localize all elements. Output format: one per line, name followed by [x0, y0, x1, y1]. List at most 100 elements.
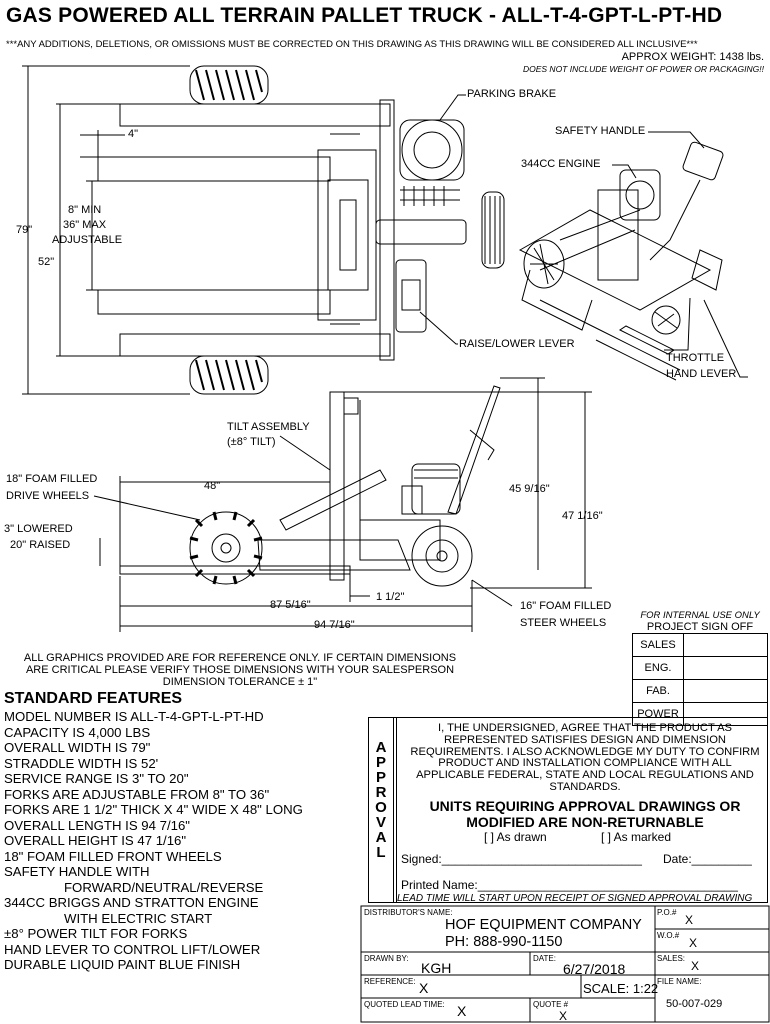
signoff-header-1: FOR INTERNAL USE ONLY [640, 610, 760, 621]
approval-statement: I, THE UNDERSIGNED, AGREE THAT THE PRODU… [410, 722, 760, 793]
lead-time-note: LEAD TIME WILL START UPON RECEIPT OF SIG… [397, 893, 753, 904]
top-view [22, 65, 505, 395]
approval-letter: P [375, 754, 386, 771]
signoff-table: SALES ENG. FAB. POWER [632, 633, 768, 726]
side-view [93, 377, 592, 632]
feature-item: 344CC BRIGGS AND STRATTON ENGINE [4, 895, 259, 910]
feature-item: OVERALL HEIGHT IS 47 1/16" [4, 833, 187, 848]
signoff-field[interactable] [683, 679, 768, 703]
callout-raise-lower: RAISE/LOWER LEVER [459, 338, 575, 350]
feature-item: OVERALL WIDTH IS 79" [4, 740, 151, 755]
top-tire [189, 65, 269, 105]
callout-safety-handle: SAFETY HANDLE [555, 125, 646, 137]
dim-fork-width: 4" [128, 128, 139, 140]
date-caption: DATE: [533, 954, 556, 963]
approval-letter: R [375, 784, 387, 801]
signoff-label: SALES [632, 633, 684, 657]
feature-item: FORKS ARE ADJUSTABLE FROM 8" TO 36" [4, 786, 270, 802]
callout-drive-1: 18" FOAM FILLED [6, 473, 98, 485]
approval-letter: A [375, 739, 387, 756]
file-caption: FILE NAME: [657, 977, 702, 986]
signoff-header-2: PROJECT SIGN OFF [646, 621, 754, 633]
signoff-field[interactable] [683, 656, 768, 680]
approval-letter: L [376, 844, 386, 861]
approval-warning: UNITS REQUIRING APPROVAL DRAWINGS OR MOD… [429, 798, 741, 830]
feature-item: 18" FOAM FILLED FRONT WHEELS [4, 848, 222, 864]
callout-engine: 344CC ENGINE [521, 158, 601, 170]
signoff-label: ENG. [632, 656, 684, 680]
signoff-field[interactable] [683, 633, 768, 657]
dim-adjust-3: ADJUSTABLE [52, 234, 123, 246]
distributor-phone: PH: 888-990-1150 [445, 934, 563, 950]
dim-adjust-2: 36" MAX [63, 219, 107, 231]
signoff-row: ENG. [632, 656, 768, 680]
drawn-by-value: KGH [421, 960, 452, 976]
distributor-caption: DISTRIBUTOR'S NAME: [364, 908, 453, 917]
date-value: 6/27/2018 [563, 961, 626, 977]
callout-steer-2: STEER WHEELS [520, 617, 607, 629]
signoff-row: FAB. [632, 679, 768, 703]
signature-field[interactable]: Signed:______________________________ [401, 852, 642, 866]
disclaimer-line-2: ARE CRITICAL PLEASE VERIFY THOSE DIMENSI… [25, 664, 455, 676]
callout-tilt-2: (±8° TILT) [227, 436, 276, 448]
wo-value: X [689, 936, 698, 950]
weight-note: DOES NOT INCLUDE WEIGHT OF POWER OR PACK… [522, 64, 764, 74]
signoff-field[interactable] [683, 702, 768, 726]
feature-item: MODEL NUMBER IS ALL-T-4-GPT-L-PT-HD [4, 709, 264, 724]
signoff-row: SALES [632, 633, 768, 657]
approval-letter: A [375, 829, 387, 846]
callout-throttle-2: HAND LEVER [666, 368, 737, 380]
divider [396, 718, 397, 902]
title-block-grid [360, 905, 770, 1023]
disclaimer-line-1: ALL GRAPHICS PROVIDED ARE FOR REFERENCE … [23, 652, 457, 664]
dim-length-2: 94 7/16" [314, 619, 355, 631]
quote-value: X [559, 1009, 568, 1023]
callout-raised: 20" RAISED [10, 539, 71, 551]
quote-caption: QUOTE # [533, 1000, 569, 1009]
disclaimer-line-3: DIMENSION TOLERANCE ± 1" [162, 676, 318, 688]
feature-item: STRADDLE WIDTH IS 52' [4, 755, 159, 771]
feature-item: SERVICE RANGE IS 3" TO 20" [4, 771, 189, 786]
date-field[interactable]: Date:_________ [663, 852, 752, 866]
approval-letter: O [375, 799, 387, 816]
dim-fork-length: 48" [204, 480, 221, 492]
wo-caption: W.O.# [657, 931, 680, 940]
drawn-by-caption: DRAWN BY: [364, 954, 409, 963]
po-value: X [685, 913, 694, 927]
callout-lowered: 3" LOWERED [4, 523, 73, 535]
distributor-name: HOF EQUIPMENT COMPANY [445, 917, 642, 933]
feature-item: SAFETY HANDLE WITH [4, 864, 150, 879]
scale-value: SCALE: 1:22 [583, 981, 659, 996]
dim-overall-width: 79" [16, 224, 33, 236]
inclusive-notice: ***ANY ADDITIONS, DELETIONS, OR OMISSION… [6, 39, 698, 50]
callout-tilt-1: TILT ASSEMBLY [227, 421, 310, 433]
drawing-title: GAS POWERED ALL TERRAIN PALLET TRUCK - A… [6, 4, 723, 27]
file-value: 50-007-029 [666, 998, 723, 1010]
title-block: DISTRIBUTOR'S NAME: HOF EQUIPMENT COMPAN… [361, 906, 769, 1023]
reference-caption: REFERENCE: [364, 977, 416, 986]
isometric-view [518, 131, 748, 381]
as-drawn-checkbox[interactable]: [ ] As drawn [484, 830, 547, 844]
dim-thickness: 1 1/2" [376, 591, 405, 603]
po-caption: P.O.# [657, 908, 677, 917]
sales-value: X [691, 959, 700, 973]
features-title: STANDARD FEATURES [4, 690, 183, 707]
printed-name-field[interactable]: Printed Name:___________________________… [401, 878, 738, 892]
reference-value: X [419, 980, 429, 996]
bottom-tire [189, 355, 269, 395]
callout-steer-1: 16" FOAM FILLED [520, 600, 612, 612]
signoff-label: FAB. [632, 679, 684, 703]
feature-item: FORWARD/NEUTRAL/REVERSE [64, 879, 264, 895]
approx-weight: APPROX WEIGHT: 1438 lbs. [621, 51, 764, 63]
lead-time-value: X [457, 1003, 467, 1019]
divider [393, 718, 394, 902]
sales-caption: SALES: [657, 954, 686, 963]
dim-height-1: 45 9/16" [509, 483, 550, 495]
feature-item: OVERALL LENGTH IS 94 7/16" [4, 817, 190, 833]
lead-time-caption: QUOTED LEAD TIME: [364, 1000, 445, 1009]
feature-item: HAND LEVER TO CONTROL LIFT/LOWER [4, 941, 261, 957]
as-marked-checkbox[interactable]: [ ] As marked [601, 830, 672, 844]
dim-height-2: 47 1/16" [562, 510, 603, 522]
callout-drive-2: DRIVE WHEELS [6, 490, 90, 502]
